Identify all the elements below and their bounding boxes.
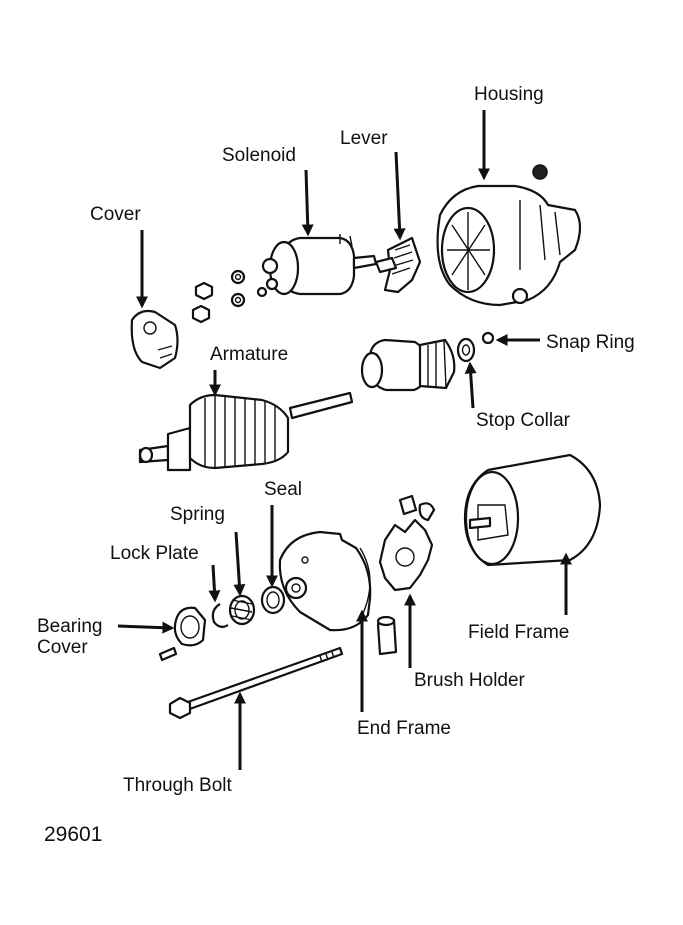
label-field-frame: Field Frame	[468, 622, 570, 643]
field-frame-part	[463, 453, 602, 567]
label-through-bolt: Through Bolt	[123, 775, 232, 796]
seal-part	[260, 585, 286, 615]
solenoid-part	[256, 234, 378, 298]
brush-holder-part	[376, 494, 436, 656]
label-bearing-cover-line1: Bearing	[37, 616, 103, 637]
housing-part	[436, 164, 582, 307]
label-armature: Armature	[210, 344, 289, 365]
cover-part	[130, 309, 179, 370]
label-snap-ring: Snap Ring	[546, 332, 635, 353]
label-cover: Cover	[90, 204, 141, 225]
drive-part	[360, 331, 495, 392]
label-bearing-cover-line2: Cover	[37, 637, 88, 658]
label-end-frame: End Frame	[357, 718, 451, 739]
leader-arrows	[117, 110, 572, 770]
figure-number: 29601	[44, 823, 103, 846]
label-seal: Seal	[264, 479, 303, 500]
label-solenoid: Solenoid	[222, 145, 296, 166]
label-housing: Housing	[474, 84, 544, 105]
nuts-washers	[191, 269, 246, 324]
label-stop-collar: Stop Collar	[476, 410, 570, 431]
bearing-cover-part	[158, 606, 207, 662]
spring-part	[228, 594, 256, 626]
label-lever: Lever	[340, 128, 388, 149]
lever-part	[374, 236, 422, 294]
end-frame-part	[278, 530, 372, 632]
label-brush-holder: Brush Holder	[414, 670, 525, 691]
lock-plate-part	[211, 603, 229, 629]
label-spring: Spring	[170, 504, 225, 525]
label-lock-plate: Lock Plate	[110, 543, 199, 564]
through-bolt-part	[168, 646, 344, 720]
armature-part	[138, 391, 354, 472]
